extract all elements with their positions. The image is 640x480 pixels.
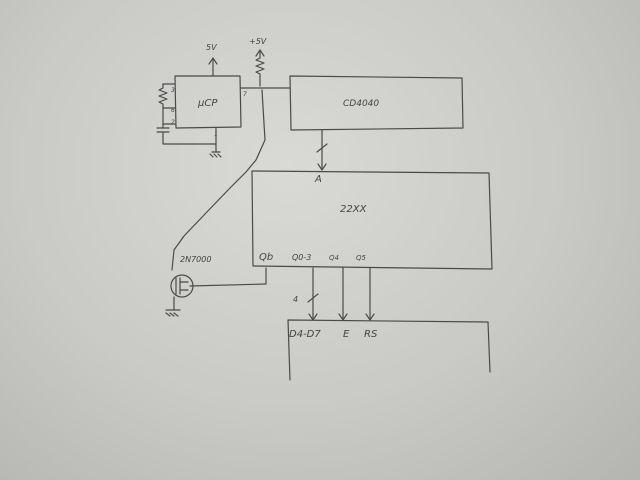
lcd-data-label: D4-D7 <box>289 329 321 340</box>
reset-wire <box>171 89 266 271</box>
counter-box <box>289 75 464 131</box>
pin-label-6: 6 <box>171 107 175 114</box>
pullup-resistor <box>255 49 265 87</box>
transistor-circle <box>170 274 194 298</box>
lcd-enable-label: E <box>343 329 350 340</box>
memory-label: 22XX <box>340 204 368 215</box>
qb-label: Qb <box>259 252 273 263</box>
q0-3-label: Q0-3 <box>292 253 311 262</box>
pin-label-7: 7 <box>243 91 247 98</box>
ground-symbol-transistor <box>165 309 181 317</box>
memory-box <box>251 170 493 270</box>
pin-label-3: 3 <box>171 87 175 94</box>
microcontroller-box <box>174 75 242 129</box>
address-bus-slash <box>316 143 328 153</box>
q5-label: Q5 <box>356 254 367 262</box>
counter-label: CD4040 <box>343 99 379 109</box>
supply-label-right: +5V <box>249 37 267 46</box>
lcd-box <box>287 319 491 381</box>
address-bus-arrow <box>317 163 327 171</box>
timing-resistor <box>158 83 176 109</box>
data-bus-slash <box>307 293 319 303</box>
rs-arrow <box>365 313 375 321</box>
transistor-label: 2N7000 <box>180 255 211 264</box>
data-bus-count: 4 <box>293 295 298 304</box>
ground-wire-micro <box>162 131 217 145</box>
transistor-symbol <box>175 277 189 295</box>
q4-label: Q4 <box>329 254 339 262</box>
supply-arrow-left <box>208 57 218 65</box>
microcontroller-label: µCP <box>197 98 218 109</box>
pin-label-2: 2 <box>171 119 175 126</box>
address-label: A <box>314 174 322 185</box>
supply-label-left: 5V <box>206 43 217 52</box>
ground-symbol-micro <box>209 151 222 158</box>
qb-wire <box>189 267 267 287</box>
lcd-rs-label: RS <box>364 329 378 340</box>
